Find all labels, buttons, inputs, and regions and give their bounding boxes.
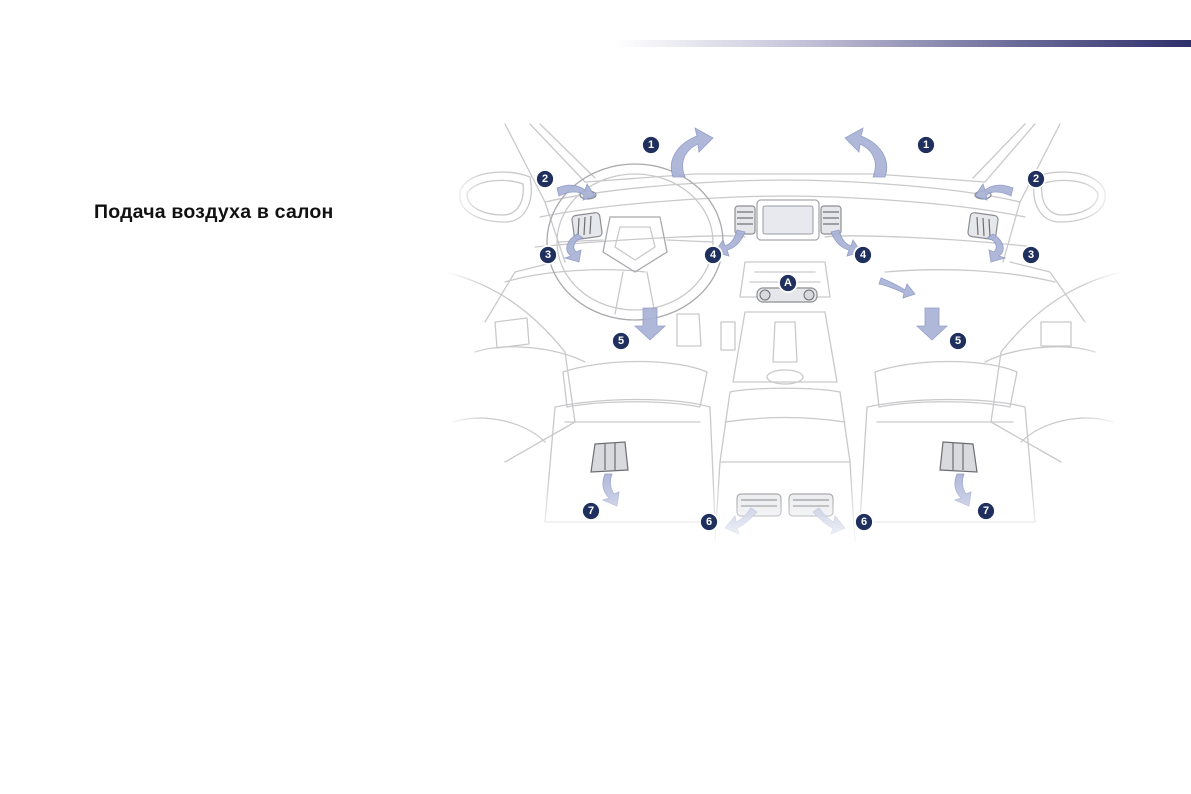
airflow-arrow-5-left (635, 308, 665, 340)
callout-4-left: 4 (704, 246, 722, 264)
airflow-arrow-1-left (671, 128, 713, 177)
callout-A: A (779, 274, 797, 292)
vent-center-left (735, 206, 755, 234)
airflow-arrow-5-right (879, 278, 947, 340)
airflow-arrow-3-right (987, 234, 1005, 262)
left-side-mirror (460, 172, 532, 222)
center-console (715, 200, 855, 542)
callout-6-right: 6 (855, 513, 873, 531)
callout-7-right: 7 (977, 502, 995, 520)
callout-3-left: 3 (539, 246, 557, 264)
section-title: Подача воздуха в салон (94, 201, 333, 224)
svg-text:4: 4 (860, 249, 867, 261)
airflow-arrow-7-right (955, 474, 971, 506)
callout-1-right: 1 (917, 136, 935, 154)
cabin-air-distribution-illustration: 1 1 2 2 3 3 4 4 5 5 6 6 7 7 A (445, 122, 1121, 552)
svg-text:7: 7 (588, 505, 594, 517)
callout-4-right: 4 (854, 246, 872, 264)
svg-text:7: 7 (983, 505, 989, 517)
vent-rear-footwell-right (940, 442, 977, 472)
svg-text:1: 1 (648, 139, 654, 151)
callout-5-left: 5 (612, 332, 630, 350)
callout-7-left: 7 (582, 502, 600, 520)
front-left-seat (545, 362, 715, 523)
vent-center-right (821, 206, 841, 234)
svg-text:3: 3 (545, 249, 551, 261)
airflow-arrow-1-right (845, 128, 887, 177)
svg-text:2: 2 (542, 173, 548, 185)
airflow-arrow-7-left (603, 474, 619, 506)
callout-5-right: 5 (949, 332, 967, 350)
airflow-arrow-2-right (975, 184, 1013, 200)
left-door-panel (445, 272, 575, 462)
callout-2-left: 2 (536, 170, 554, 188)
callout-6-left: 6 (700, 513, 718, 531)
svg-text:1: 1 (923, 139, 929, 151)
svg-text:A: A (784, 277, 792, 289)
svg-text:3: 3 (1028, 249, 1034, 261)
vent-rear-footwell-left (591, 442, 628, 472)
callout-2-right: 2 (1027, 170, 1045, 188)
svg-text:2: 2 (1033, 173, 1039, 185)
callout-1-left: 1 (642, 136, 660, 154)
svg-text:6: 6 (861, 516, 867, 528)
right-door-panel (991, 272, 1121, 462)
header-gradient-bar (616, 40, 1191, 47)
pedals (677, 314, 735, 350)
svg-text:4: 4 (710, 249, 717, 261)
callout-3-right: 3 (1022, 246, 1040, 264)
airflow-arrow-3-left (565, 234, 583, 262)
svg-text:5: 5 (618, 335, 624, 347)
svg-text:6: 6 (706, 516, 712, 528)
svg-text:5: 5 (955, 335, 961, 347)
